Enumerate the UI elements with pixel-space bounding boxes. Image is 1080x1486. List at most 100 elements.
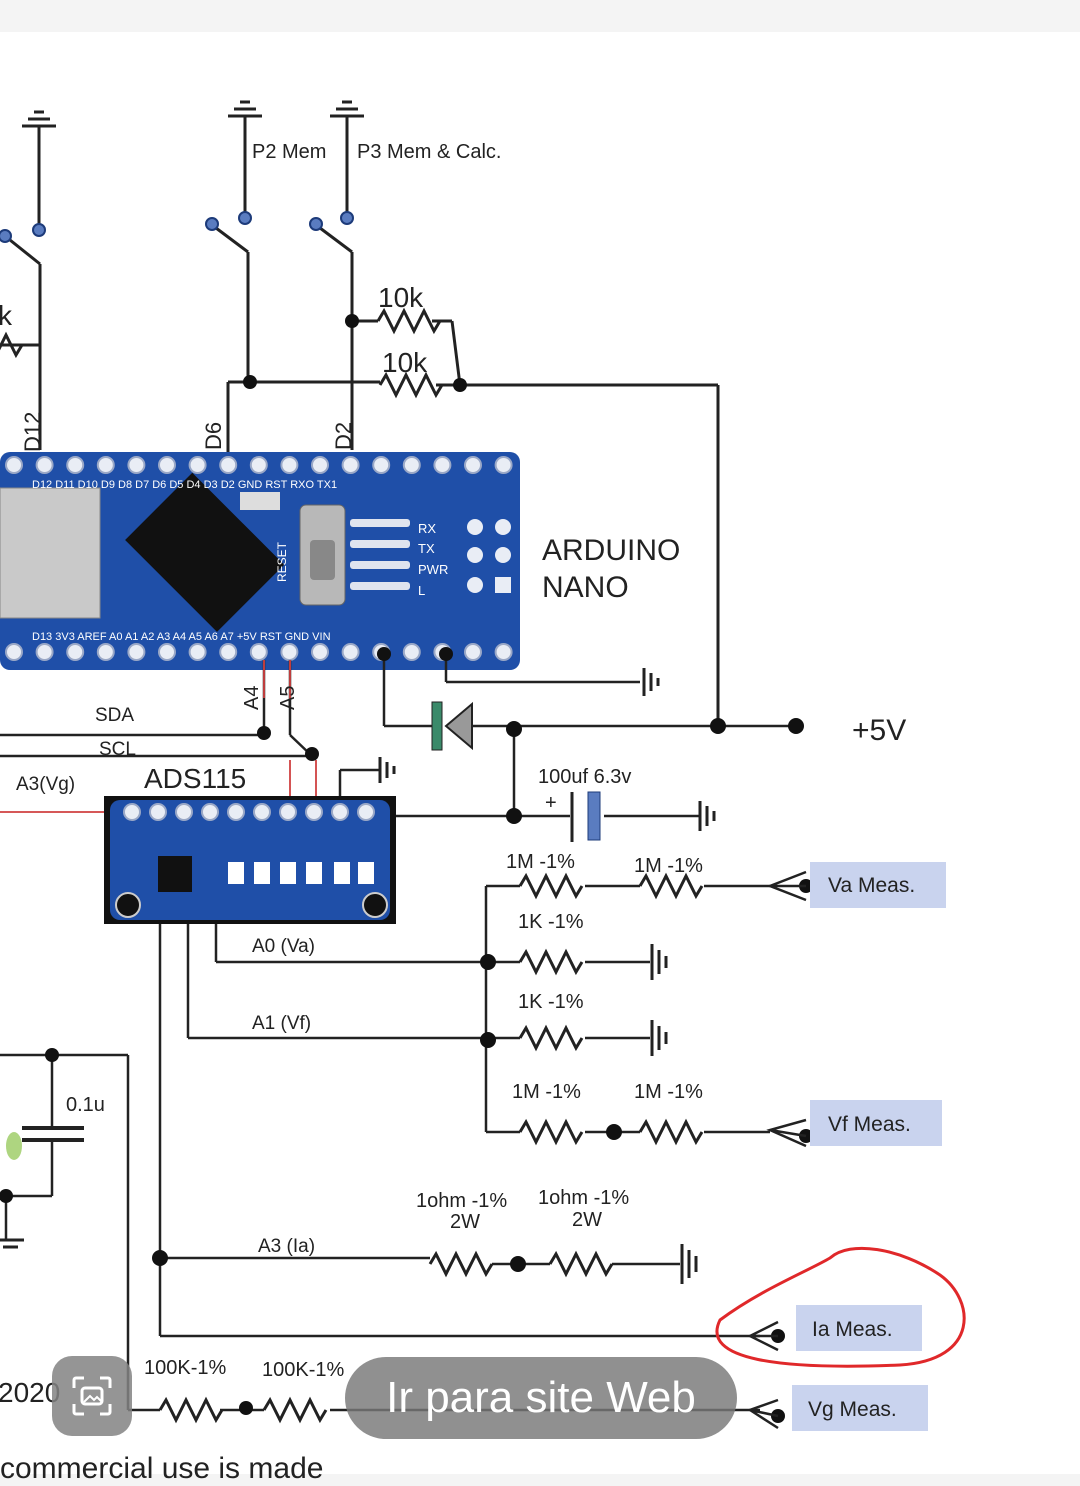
p3-label: P3 Mem & Calc. [357, 141, 501, 163]
header-pin [280, 456, 299, 474]
schematic-canvas: P2 Mem P3 Mem & Calc. 10k 10k k D12 D6 D… [0, 32, 1080, 1474]
header-pin [66, 643, 85, 661]
lens-search-button[interactable] [52, 1356, 132, 1436]
a1vf-label: A1 (Vf) [252, 1013, 311, 1034]
header-pin [5, 456, 23, 474]
va-meas-label: Va Meas. [828, 874, 915, 897]
r10k-a-label: 10k [378, 282, 424, 313]
ia-meas-box: Ia Meas. [796, 1305, 922, 1351]
go-to-website-button[interactable]: Ir para site Web [345, 1357, 737, 1439]
header-pin [253, 803, 271, 821]
r1ohm-a-power: 2W [450, 1211, 480, 1233]
header-pin [201, 803, 219, 821]
vg-meas-box: Vg Meas. [792, 1385, 928, 1431]
led-rx: RX [418, 521, 436, 536]
sda-label: SDA [95, 705, 134, 726]
header-pin [219, 643, 238, 661]
vf-meas-box: Vf Meas. [810, 1100, 942, 1146]
led-tx: TX [418, 541, 435, 556]
header-pin [494, 456, 513, 474]
header-pin [494, 643, 513, 661]
r1k-a-label: 1K -1% [518, 911, 584, 933]
r1k-b-label: 1K -1% [518, 991, 584, 1013]
header-pin [227, 803, 245, 821]
d12-label: D12 [20, 412, 45, 452]
ia-meas-label: Ia Meas. [812, 1318, 893, 1341]
ads1115-board [104, 796, 396, 924]
vf-meas-label: Vf Meas. [828, 1113, 911, 1136]
red-circle-annotation [715, 1246, 966, 1368]
header-pin [311, 456, 329, 474]
header-pin [341, 643, 360, 661]
header-pin [279, 803, 297, 821]
ground-symbols-bottom [0, 668, 716, 1284]
header-pin [249, 456, 268, 474]
header-pin [464, 456, 482, 474]
header-pin [127, 643, 146, 661]
header-pin [464, 643, 482, 661]
a3ia-label: A3 (Ia) [258, 1236, 315, 1257]
header-pin [249, 643, 268, 661]
ground-symbols-top [0, 100, 720, 726]
r100k-a-label: 100K-1% [144, 1357, 226, 1379]
header-pin [433, 456, 452, 474]
va-meas-box: Va Meas. [810, 862, 946, 908]
capacitor-0-1u [22, 1126, 84, 1142]
header-pin [402, 643, 421, 661]
header-pin [149, 803, 167, 821]
r1m-c-label: 1M -1% [512, 1081, 581, 1103]
header-pin [280, 643, 299, 661]
header-pin [66, 456, 85, 474]
cap-100uf-label: 100uf 6.3v [538, 766, 631, 788]
arduino-nano-board: D12 D11 D10 D9 D8 D7 D6 D5 D4 D3 D2 GND … [0, 452, 520, 670]
r1ohm-b-label: 1ohm -1% [538, 1187, 629, 1209]
r1m-d-label: 1M -1% [634, 1081, 703, 1103]
header-pin [372, 456, 391, 474]
a0va-label: A0 (Va) [252, 936, 315, 957]
r1ohm-a-label: 1ohm -1% [416, 1190, 507, 1212]
d2-label: D2 [331, 422, 356, 450]
a3vg-label: A3(Vg) [16, 774, 75, 795]
r1ohm-b-power: 2W [572, 1209, 602, 1231]
k-label: k [0, 300, 13, 331]
header-pin [158, 643, 176, 661]
reset-label: RESET [275, 541, 289, 582]
header-pin [311, 643, 329, 661]
header-pin [96, 456, 115, 474]
header-pin [123, 803, 141, 821]
ads-label: ADS115 [144, 763, 246, 794]
header-pin [402, 456, 421, 474]
led-l: L [418, 583, 425, 598]
led-pwr: PWR [418, 562, 448, 577]
image-search-icon [72, 1376, 112, 1416]
header-pin [219, 456, 238, 474]
header-pin [188, 643, 207, 661]
r1m-b-label: 1M -1% [634, 855, 703, 877]
a5-label: A5 [277, 686, 299, 710]
cap-01u-label: 0.1u [66, 1094, 105, 1116]
circuit-diagram: P2 Mem P3 Mem & Calc. 10k 10k k D12 D6 D… [0, 100, 966, 1431]
header-pin [331, 803, 349, 821]
year-label: 2020 [0, 1377, 60, 1408]
p2-label: P2 Mem [252, 141, 326, 163]
header-pin [127, 456, 146, 474]
header-pin [35, 456, 54, 474]
header-pin [188, 456, 207, 474]
d6-label: D6 [201, 422, 226, 450]
r100k-b-label: 100K-1% [262, 1359, 344, 1381]
header-pin [5, 643, 23, 661]
header-pin [175, 803, 193, 821]
footer-text: commercial use is made [0, 1452, 324, 1485]
capacitor-100uf [570, 791, 601, 842]
pins-top-label: D12 D11 D10 D9 D8 D7 D6 D5 D4 D3 D2 GND … [32, 479, 337, 491]
r1m-a-label: 1M -1% [506, 851, 575, 873]
pins-bottom-label: D13 3V3 AREF A0 A1 A2 A3 A4 A5 A6 A7 +5V… [32, 631, 331, 643]
cap-plus-label: + [545, 792, 557, 814]
arduino-label-2: NANO [542, 571, 629, 604]
header-pin [341, 456, 360, 474]
header-pin [305, 803, 323, 821]
header-pin [357, 803, 375, 821]
vg-meas-label: Vg Meas. [808, 1398, 897, 1421]
plus5v-label: +5V [852, 714, 906, 747]
diode [431, 701, 473, 751]
